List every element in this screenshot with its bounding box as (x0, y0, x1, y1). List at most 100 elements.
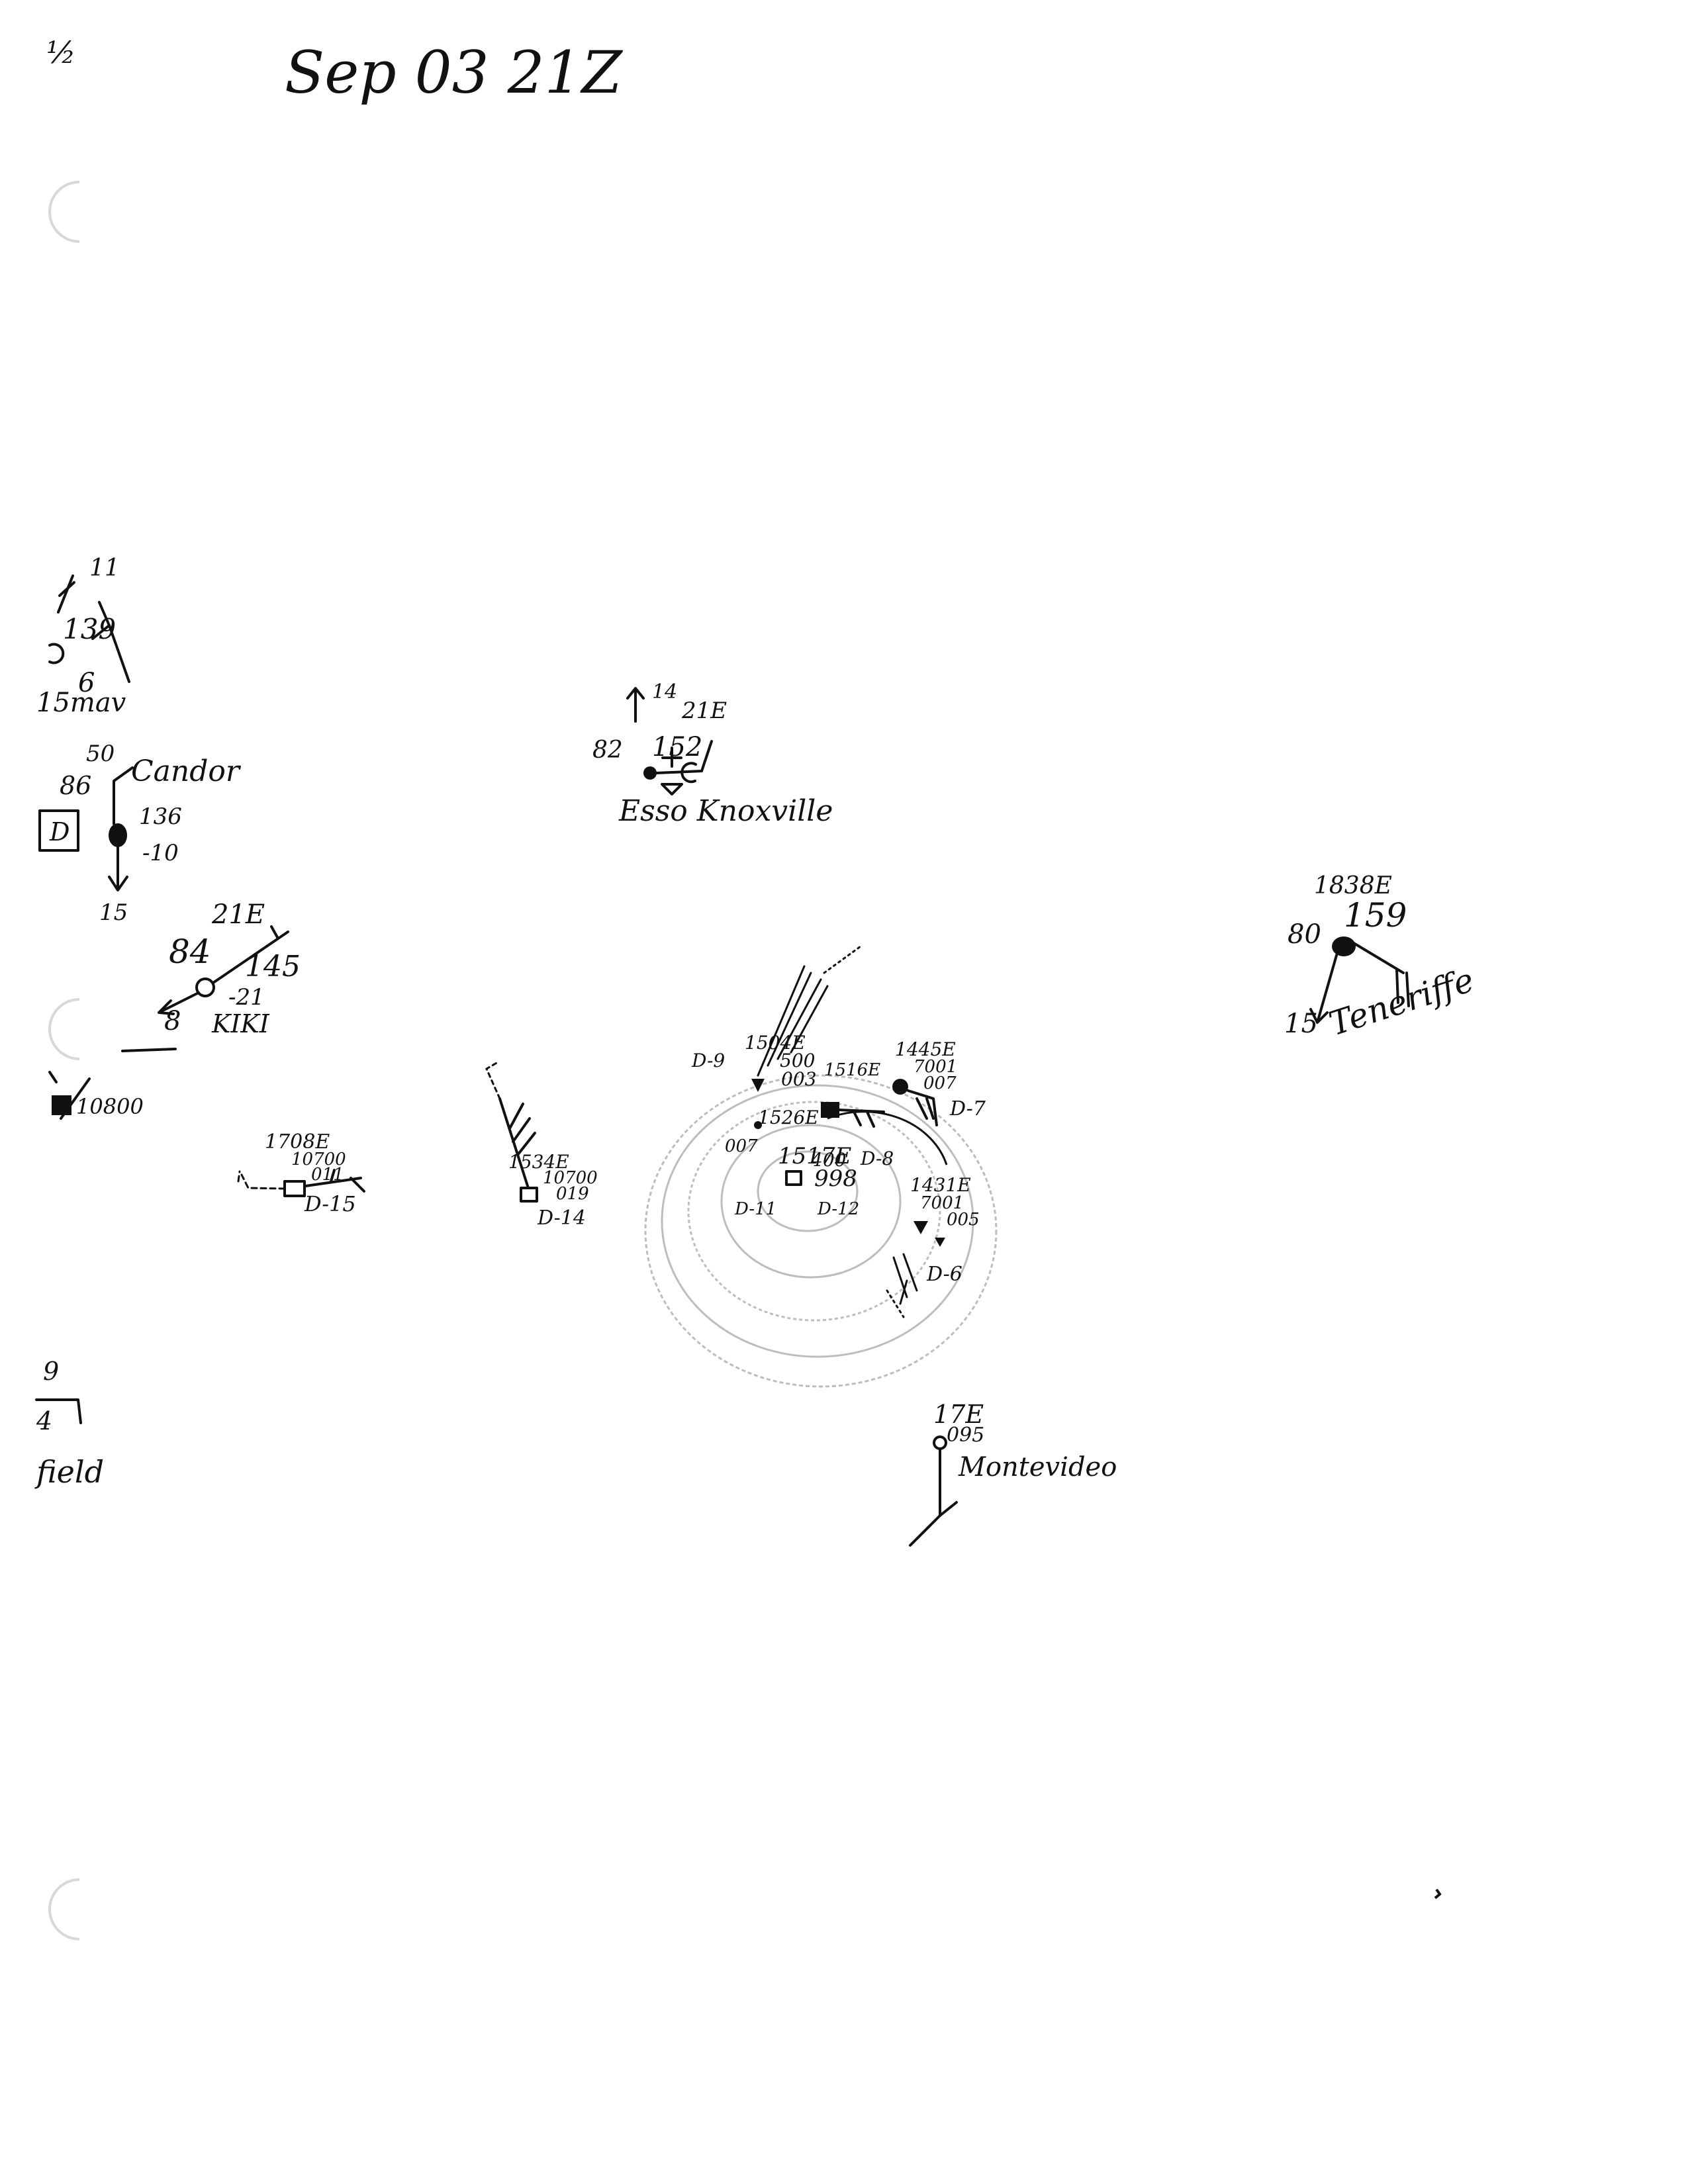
station-name: D-8 (860, 1148, 894, 1169)
station-symbol (52, 1095, 71, 1115)
station-d6: 1431E 7001 005 D-6 (910, 1174, 980, 1286)
isobar (687, 1101, 941, 1322)
isobar (720, 1124, 902, 1279)
station-value: D (49, 817, 70, 846)
station-value: 1534E (508, 1151, 569, 1173)
rain-dots (823, 945, 862, 974)
station-symbol (935, 1238, 945, 1247)
wind-barb (108, 766, 134, 891)
station-value: 1445E (895, 1038, 956, 1060)
station-d8: 1516E D-8 (821, 1060, 894, 1169)
station-value: 139 (63, 613, 116, 645)
station-ismav: 11 139 6 15mav (36, 555, 130, 718)
pressure-arrow (626, 687, 645, 723)
wind-barb (35, 1398, 82, 1424)
station-value: 1504E (745, 1032, 806, 1054)
weather-symbols (661, 747, 683, 796)
weather-box (38, 809, 79, 852)
wind-barb (1309, 942, 1410, 1024)
station-value: 152 (652, 732, 702, 762)
station-value: 10700 (291, 1150, 346, 1169)
station-value: 21E (681, 698, 727, 724)
binder-hole-middle (48, 998, 80, 1060)
station-value: 003 (781, 1068, 816, 1090)
station-value: 11 (89, 555, 120, 582)
rain-bands (757, 945, 918, 1318)
station-value: 80 (1288, 919, 1321, 950)
station-symbol (1332, 936, 1356, 956)
wind-barb (57, 574, 130, 683)
rain-hatch (892, 1253, 918, 1305)
station-value: 86 (60, 771, 91, 800)
station-value: 159 (1344, 896, 1407, 934)
wind-barb (48, 1071, 91, 1120)
station-symbol (933, 1435, 947, 1450)
station-symbol (892, 1079, 908, 1095)
station-symbol (520, 1187, 538, 1203)
station-name: Esso Knoxville (618, 794, 833, 828)
station-symbol (751, 1079, 765, 1092)
station-value: 15 (1284, 1009, 1318, 1039)
station-value: 10800 (76, 1094, 144, 1119)
station-d14: 1534E 10700 019 D-14 (485, 1061, 598, 1230)
station-d7: 1445E 7001 007 D-7 (892, 1038, 986, 1126)
station-value: 1516E (824, 1060, 880, 1080)
station-value: -21 (228, 984, 265, 1011)
isobar (644, 1074, 998, 1388)
station-kiki: 21E 84 145 -21 8 KIKI (121, 899, 301, 1052)
station-value: 500 (780, 1050, 815, 1071)
station-symbol (283, 1180, 306, 1197)
stray-mark (1434, 1888, 1442, 1899)
binder-hole-top (48, 181, 80, 243)
station-name: D-11 (734, 1199, 776, 1219)
station-field: 9 4 field (34, 1357, 104, 1490)
station-value: 21E (211, 899, 265, 930)
binder-hole-bottom (48, 1878, 80, 1940)
station-value: 019 (556, 1184, 589, 1204)
station-name: Montevideo (958, 1452, 1117, 1482)
station-name: 15mav (36, 688, 126, 718)
station-value: 7001 (920, 1193, 964, 1213)
station-value: 1517E (778, 1143, 852, 1169)
station-d9: D-9 1504E 500 003 (691, 1032, 816, 1092)
station-value: 15 (99, 899, 128, 926)
wind-barb (237, 1170, 286, 1190)
station-value: 007 (923, 1073, 957, 1093)
isobar-ink (827, 1111, 948, 1165)
station-name: D-9 (691, 1050, 725, 1071)
station-name: D-15 (304, 1191, 356, 1216)
station-name: D-12 (817, 1199, 859, 1219)
wind-barb (158, 925, 289, 1015)
station-value: 9 (43, 1357, 59, 1386)
station-value: 14 (652, 680, 677, 704)
station-symbol (785, 1170, 802, 1186)
station-value: 400 (810, 1149, 846, 1171)
station-esso-knoxville: 14 21E 82 152 Esso Knoxville (592, 680, 833, 828)
station-name: KIKI (211, 1009, 270, 1038)
station-value: 6 (78, 668, 95, 698)
station-value: 10700 (543, 1168, 598, 1188)
isobar (757, 1150, 859, 1232)
station-name: D-14 (537, 1206, 586, 1230)
station-name: D-6 (926, 1263, 962, 1286)
station-value: 1708E (265, 1130, 330, 1154)
station-10800: 10800 (48, 1071, 144, 1120)
wind-barb (498, 1097, 536, 1189)
wind-barb (838, 1109, 885, 1128)
station-value: 50 (86, 741, 115, 767)
station-value: 1838E (1314, 872, 1392, 899)
station-value: 1526E (758, 1107, 819, 1128)
station-montevideo: 17E 095 Montevideo (909, 1400, 1117, 1547)
station-value: 82 (592, 737, 623, 764)
station-value: 4 (36, 1406, 52, 1435)
station-value: 998 (814, 1165, 857, 1192)
corner-mark: ½ (46, 34, 76, 70)
station-center: 1526E 007 1517E 400 998 D-11 D-12 (725, 1107, 859, 1219)
rain-dots (886, 1289, 905, 1318)
station-candor: 50 Candor 86 D 136 -10 15 (38, 741, 242, 926)
station-name: Candor (131, 754, 242, 788)
wind-barb (655, 740, 713, 784)
station-symbol (643, 766, 657, 780)
hurricane-isobars (644, 1074, 998, 1388)
